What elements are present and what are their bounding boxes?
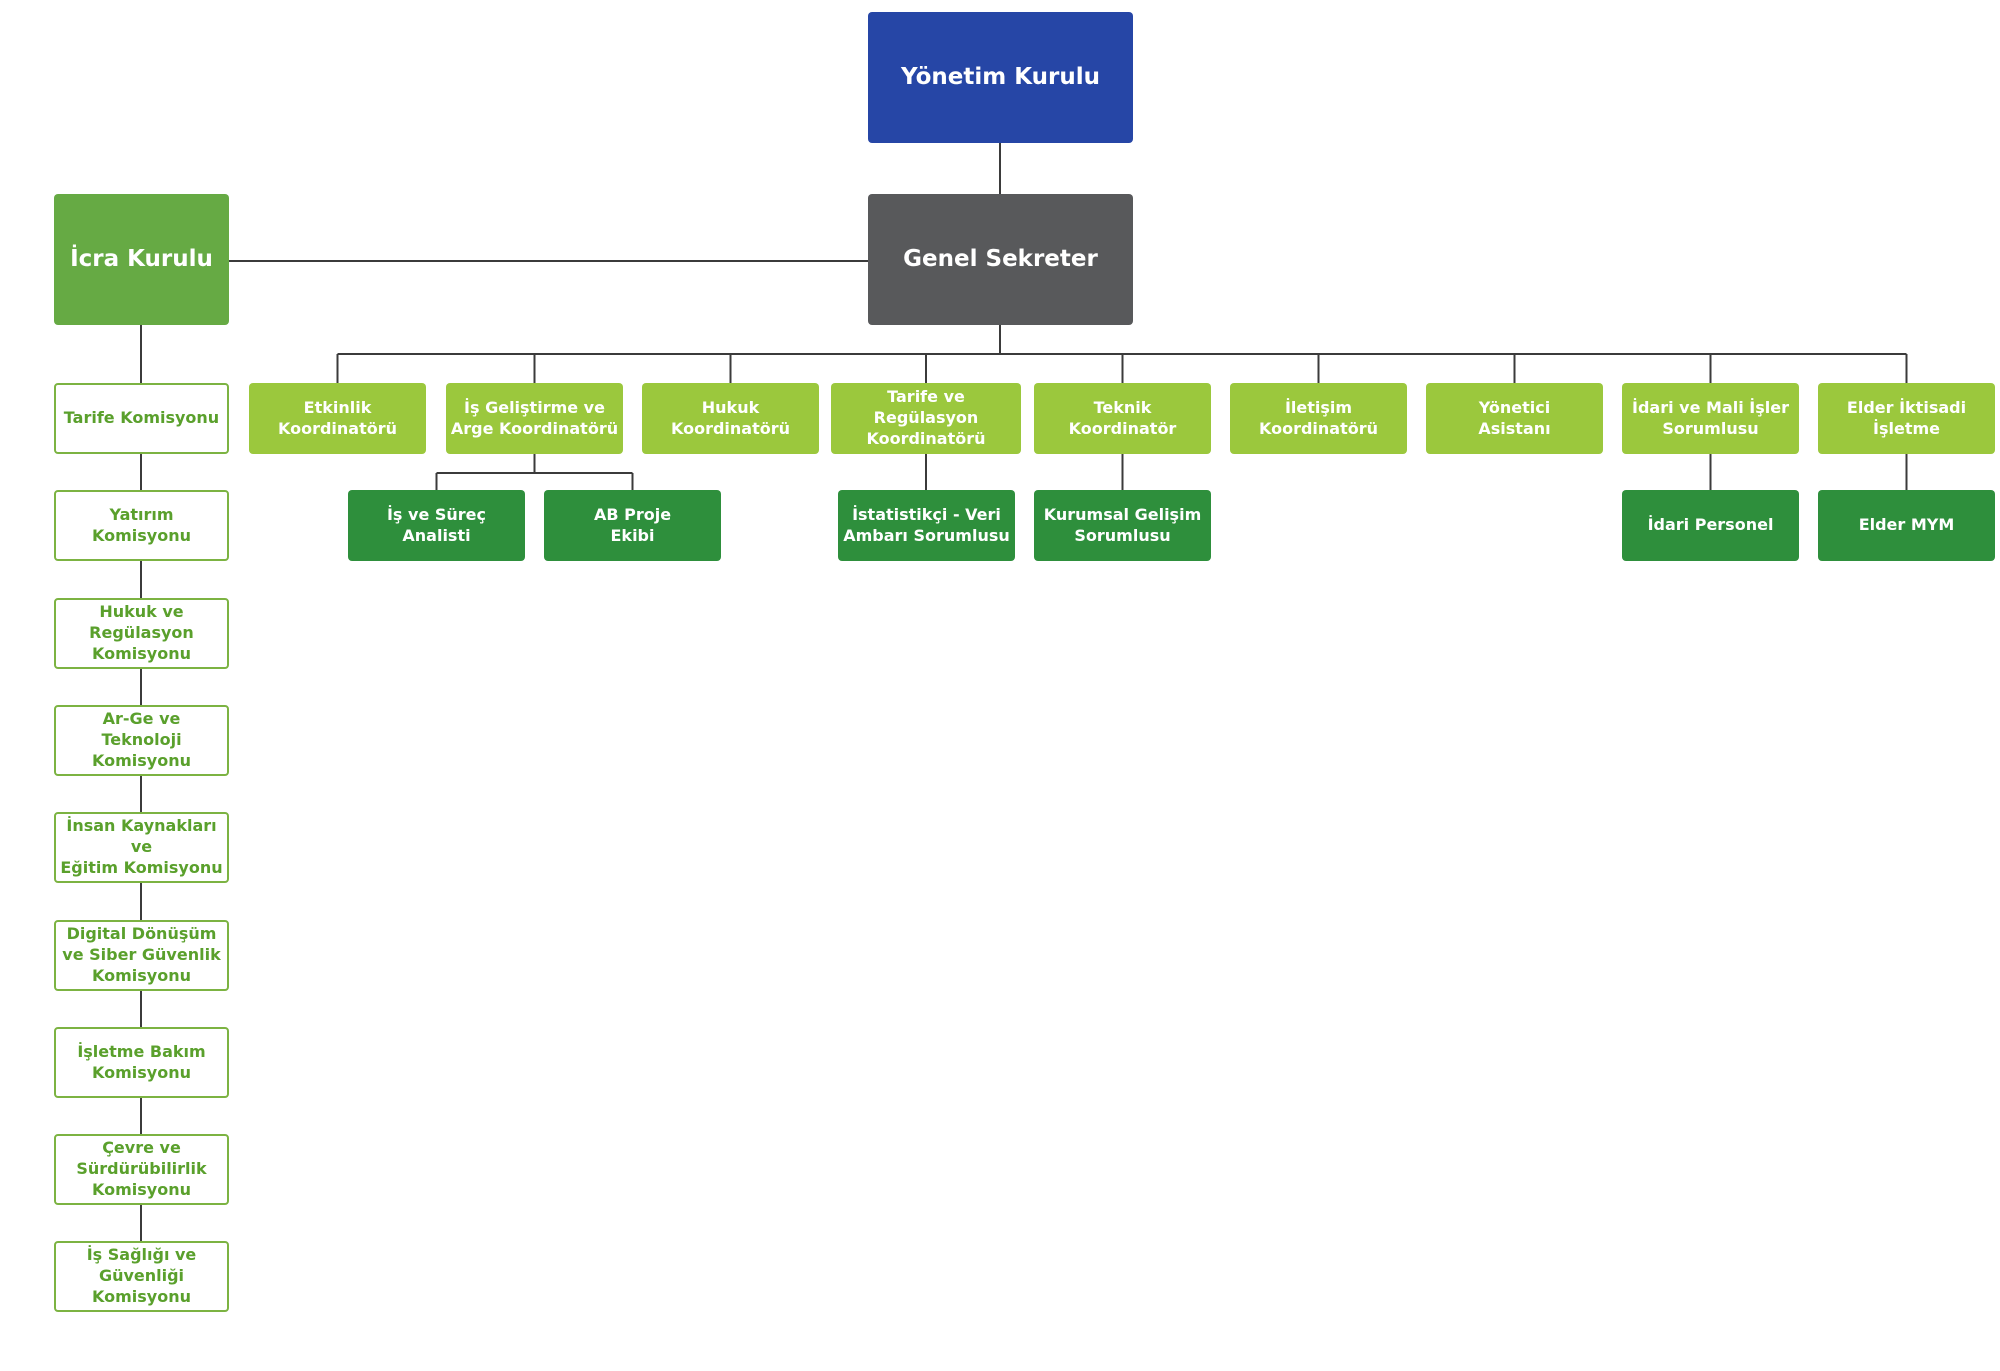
commission-node-line: Hukuk ve [99,602,184,622]
sub-unit-node-line: Sorumlusu [1074,525,1171,545]
board-node: Yönetim Kurulu [868,12,1133,143]
coordinator-node-line: Hukuk [701,397,760,417]
commission-node-line: Digital Dönüşüm [66,924,217,944]
coordinator-node-line: Koordinatörü [670,418,791,438]
sub-unit-node-line: İş ve Süreç [386,504,487,524]
commission-node-line: Ar-Ge ve Teknoloji [101,709,182,750]
coordinator-node-line: Asistanı [1478,418,1551,438]
sub-unit-node: İdari Personel [1622,490,1799,561]
coordinator-node-line: İdari ve Mali İşler [1632,397,1789,417]
commission-node-line: Komisyonu [91,1286,191,1306]
commission-node-line: Sürdürübilirlik [76,1159,207,1179]
sub-unit-node-line: Ambarı Sorumlusu [843,525,1010,545]
executive-node: İcra Kurulu [54,194,229,325]
sub-unit-node-line: Kurumsal Gelişim [1043,504,1202,524]
coordinator-node-line: Koordinatörü [1258,418,1379,438]
board-label: Yönetim Kurulu [901,63,1100,90]
sub-unit-node-line: Ekibi [610,525,655,545]
commission-node-line: Komisyonu [92,965,191,985]
sub-unit-node: Elder MYM [1818,490,1995,561]
coordinator-node-line: Arge Koordinatörü [450,418,619,438]
commission-node-line: İş Sağlığı ve [86,1245,197,1265]
coordinator-node-line: Yönetici [1478,397,1551,417]
commission-node-line: Eğitim Komisyonu [60,857,223,877]
coordinator-node-line: Teknik [1093,397,1152,417]
commission-node-line: Yatırım Komisyonu [92,504,191,545]
coordinator-node-line: Sorumlusu [1662,418,1759,438]
commission-node-line: İşletme Bakım [77,1041,206,1061]
coordinator-node-line: İşletme [1873,418,1940,438]
coordinator-node-line: İletişim [1284,397,1353,417]
commission-node-line: Komisyonu [92,750,191,770]
sub-unit-node-line: AB Proje [593,504,672,524]
commission-node-line: Tarife Komisyonu [63,408,220,428]
commission-node-line: Komisyonu [91,643,191,663]
commission-node-line: Çevre ve [102,1138,181,1158]
commission-node-line: ve Siber Güvenlik [62,945,221,965]
coordinator-node-line: İş Geliştirme ve [464,397,605,417]
coordinator-node-line: Etkinlik [303,397,372,417]
coordinator-node-line: Koordinatör [1068,418,1177,438]
commission-node: Yatırım Komisyonu [54,490,229,561]
coordinator-node-line: Koordinatörü [866,428,986,448]
sub-unit-node-line: İstatistikçi - Veri [852,504,1001,524]
secretary-label: Genel Sekreter [903,245,1098,272]
commission-node-line: Komisyonu [92,1062,191,1082]
coordinator-node-line: Elder İktisadi [1846,397,1967,417]
sub-unit-node-line: Analisti [402,525,471,545]
commission-node-line: Komisyonu [92,1179,191,1199]
coordinator-node-line: Koordinatörü [277,418,398,438]
sub-unit-node-line: İdari Personel [1647,515,1774,535]
commission-node-line: Regülasyon [89,623,194,643]
commission-node-line: Güvenliği [98,1266,185,1286]
executive-label: İcra Kurulu [70,245,213,272]
commission-node-line: İnsan Kaynakları ve [66,816,217,857]
sub-unit-node-line: Elder MYM [1858,515,1955,535]
secretary-node: Genel Sekreter [868,194,1133,325]
coordinator-node-line: Tarife ve Regülasyon [873,387,979,428]
commission-node: Tarife Komisyonu [54,383,229,454]
